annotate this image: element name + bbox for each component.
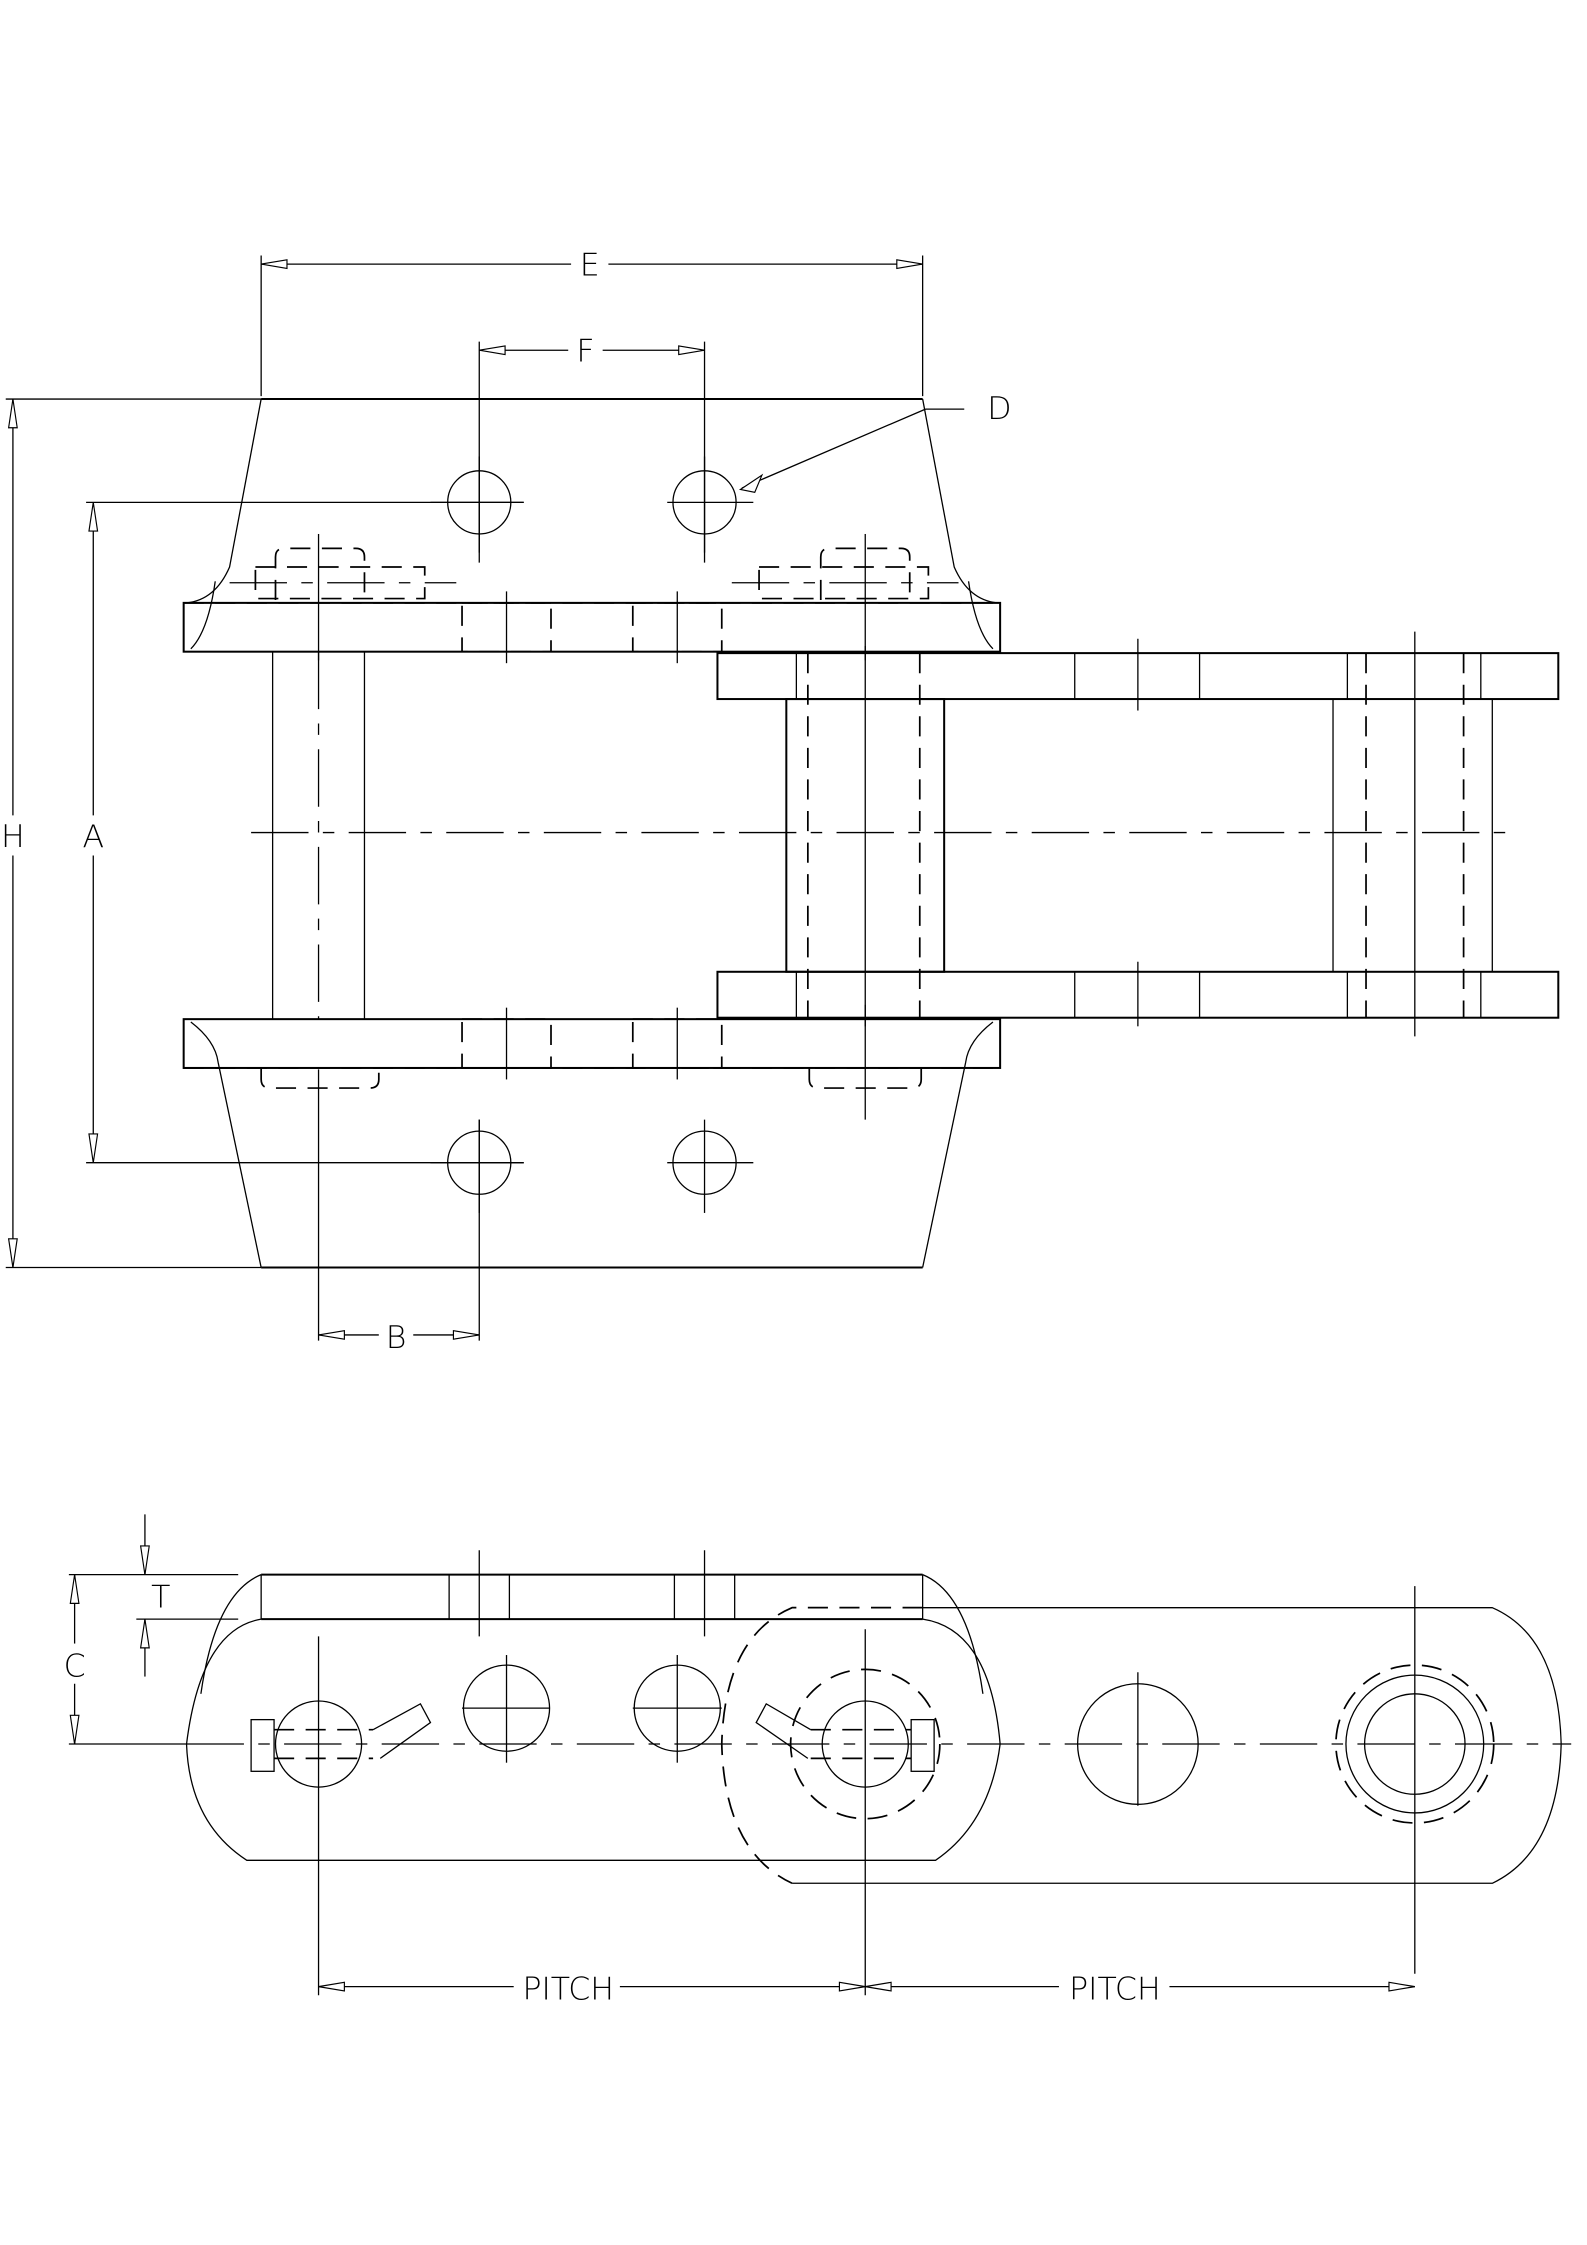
dimension-f: F [478,334,706,563]
dimension-label-t: T [151,1580,170,1616]
pitch-label-2: PITCH [1069,1972,1161,2008]
dimension-t: T [68,1514,239,1677]
dimension-pitch: PITCH PITCH [318,1972,1415,2008]
dimension-label-a: A [82,819,104,855]
pitch-label-1: PITCH [522,1972,614,2008]
upper-attachment [182,398,1002,664]
dimension-d: D [738,391,1012,494]
dimension-label-b: B [386,1320,407,1356]
outer-link-side [720,1586,1562,1974]
outer-link [716,631,1560,1037]
side-holes [250,1655,941,1820]
dimension-label-h: H [1,819,25,855]
top-view: E F D H [1,248,1560,1356]
dimension-e: E [260,248,924,397]
dimension-label-f: F [576,334,594,370]
dimension-b: B [317,1069,480,1356]
dimension-label-c: C [64,1649,86,1685]
dimension-c: C [64,1574,187,1745]
dimension-label-e: E [580,248,600,284]
left-pin [271,651,366,1020]
side-view: T C [64,1514,1572,2008]
dimension-label-d: D [987,391,1011,427]
lower-attachment [182,1004,1002,1269]
attachment-plate [185,1550,1001,1861]
dimension-h: H [1,398,262,1269]
